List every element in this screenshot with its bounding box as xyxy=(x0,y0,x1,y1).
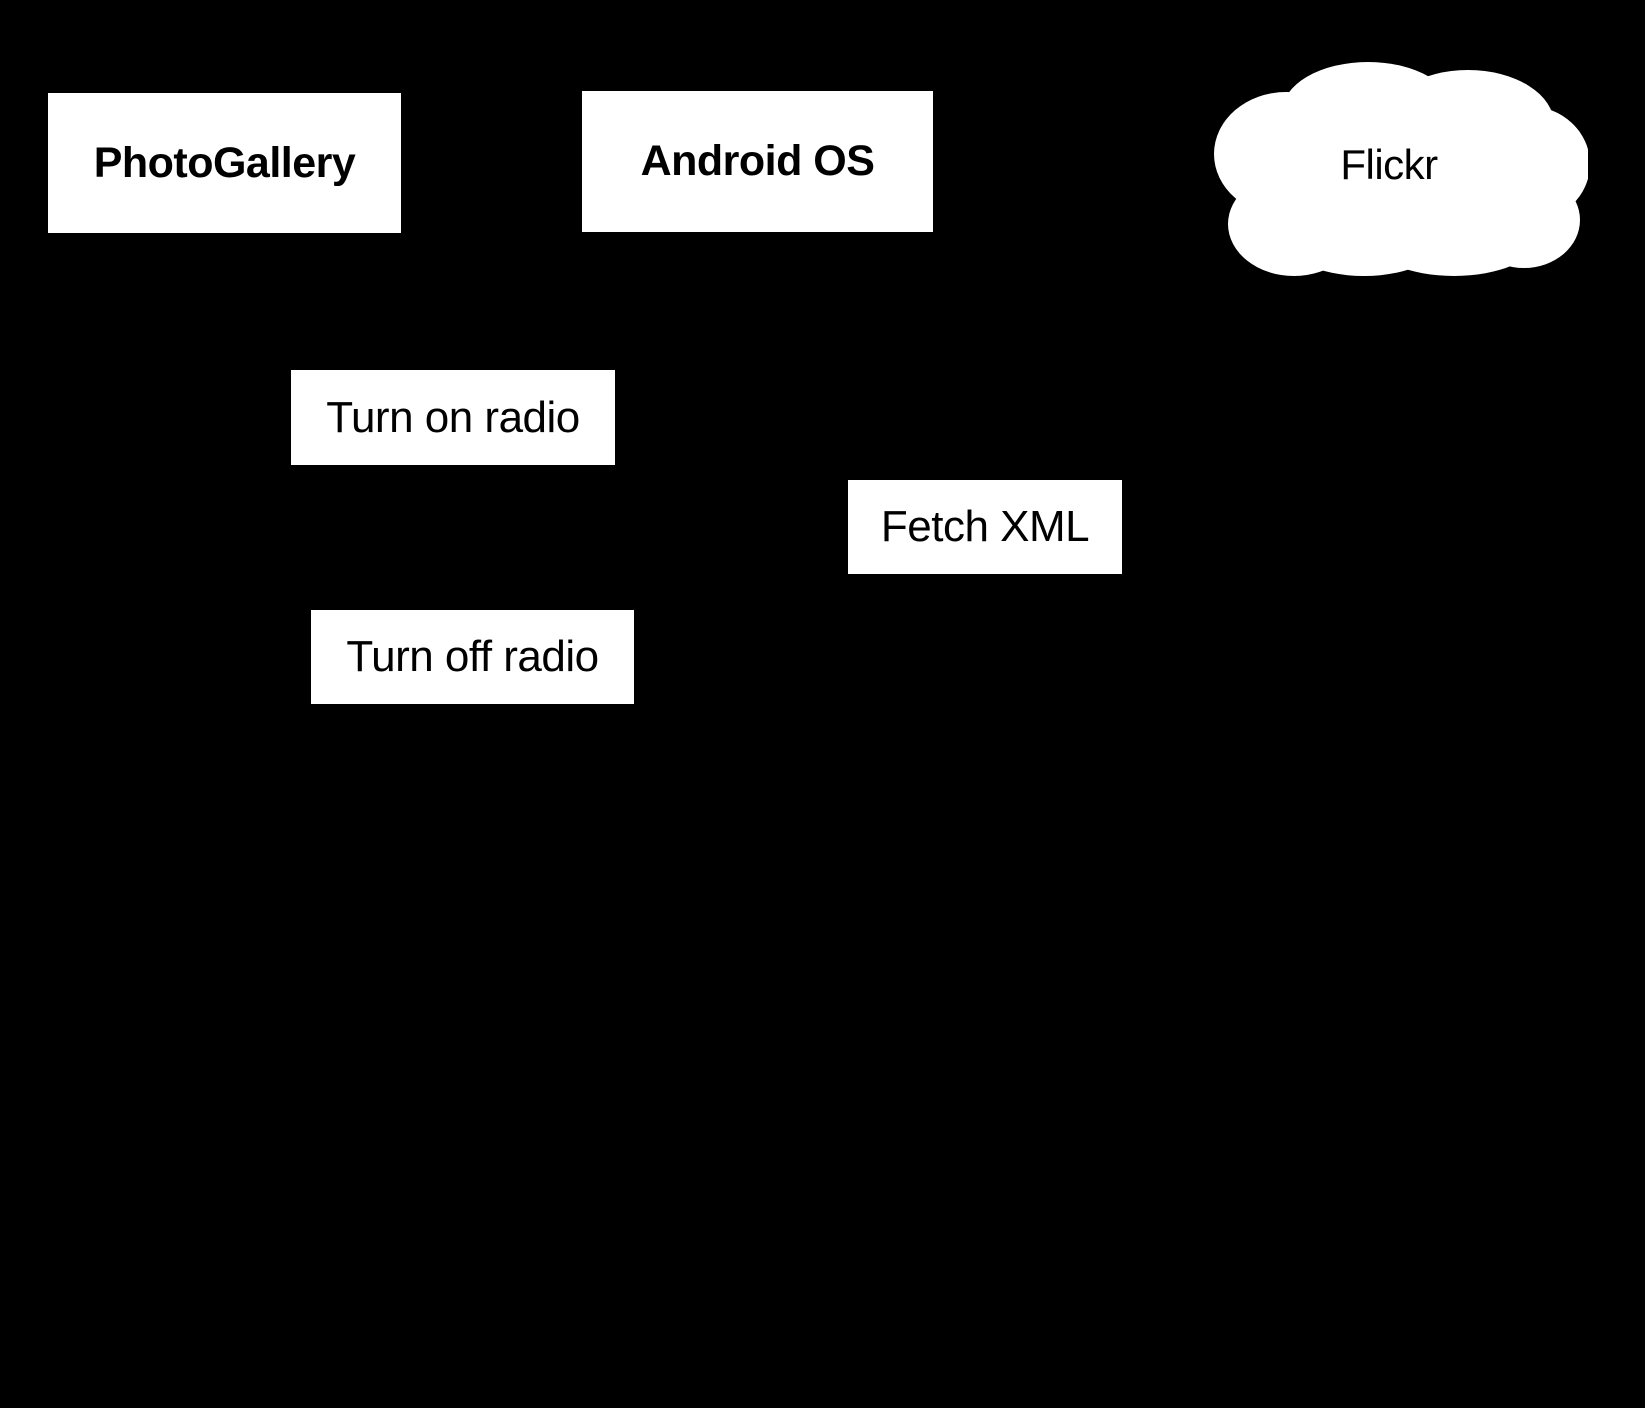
message-text-turn-on-radio: Turn on radio xyxy=(326,392,580,442)
participant-androidos[interactable]: Android OS xyxy=(582,91,933,232)
participant-photogallery-label: PhotoGallery xyxy=(93,138,356,187)
message-text-fetch-xml: Fetch XML xyxy=(880,502,1090,551)
cloud-icon xyxy=(1214,62,1588,276)
participant-flickr-label-wrapper: Flickr xyxy=(1168,54,1588,276)
lifeline-photogallery xyxy=(223,233,226,1408)
participant-photogallery[interactable]: PhotoGallery xyxy=(48,93,401,233)
lifeline-androidos xyxy=(756,232,759,1408)
message-label-turn-off-radio: Turn off radio xyxy=(311,610,634,704)
message-text-turn-off-radio: Turn off radio xyxy=(346,632,599,681)
lifeline-flickr xyxy=(1378,272,1381,1408)
message-label-turn-on-radio: Turn on radio xyxy=(291,370,615,465)
message-label-fetch-xml: Fetch XML xyxy=(848,480,1122,574)
participant-androidos-label: Android OS xyxy=(640,137,875,185)
participant-flickr[interactable]: Flickr xyxy=(1168,54,1588,276)
participant-flickr-label: Flickr xyxy=(1340,141,1438,188)
